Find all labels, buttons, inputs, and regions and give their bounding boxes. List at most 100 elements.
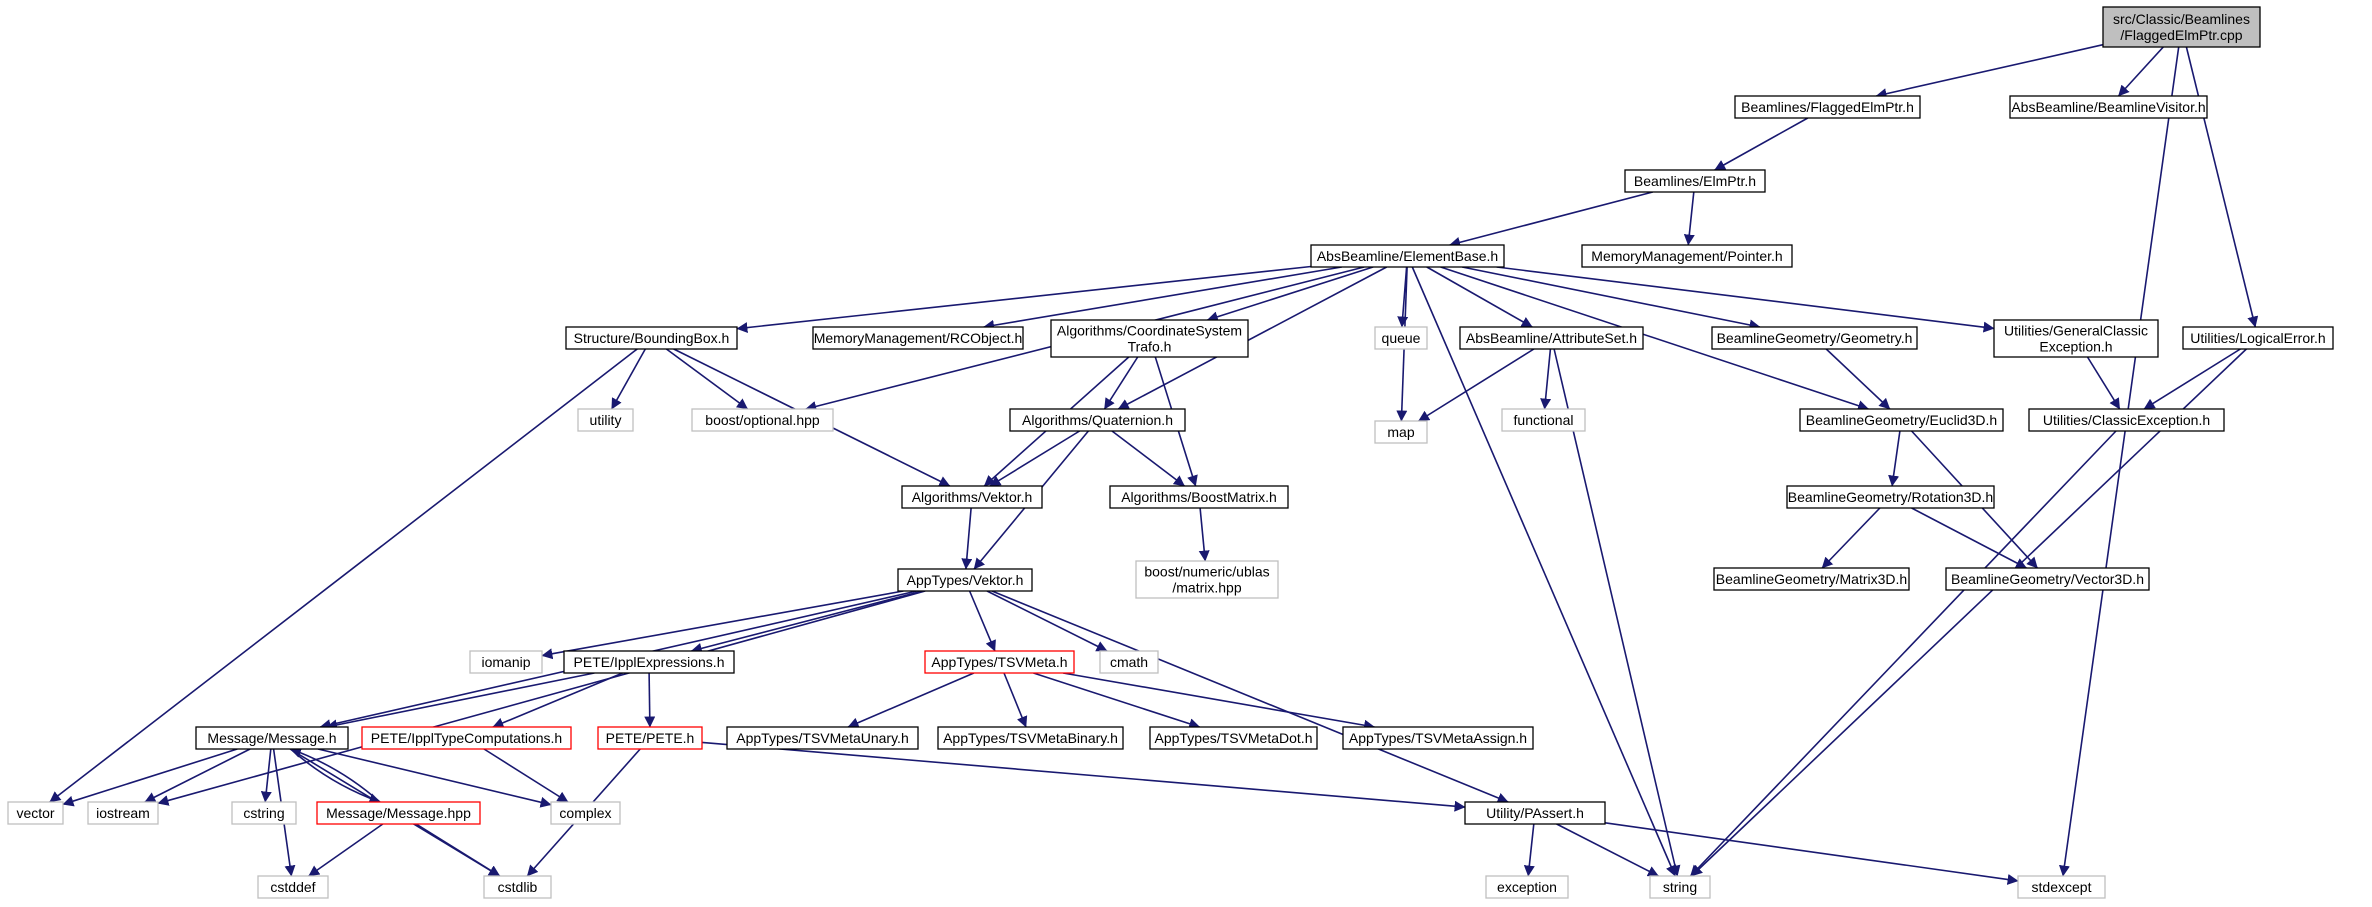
node-box — [195, 726, 349, 750]
node-label: Utilities/ClassicException.h — [2043, 412, 2210, 428]
node-algvektor-h[interactable]: Algorithms/Vektor.h — [901, 485, 1043, 509]
node-box — [1310, 244, 1505, 268]
node-label: Message/Message.hpp — [326, 805, 471, 821]
node-box — [2017, 875, 2106, 899]
node-box — [1342, 726, 1534, 750]
node-box — [1050, 319, 1249, 358]
edge-quaternion_h-to-algvektor_h — [989, 430, 1081, 487]
node-quaternion-h[interactable]: Algorithms/Quaternion.h — [1009, 408, 1186, 432]
node-label: exception — [1497, 879, 1557, 895]
node-label: functional — [1514, 412, 1574, 428]
edge-elementbase_h-to-euclid3d_h — [1440, 266, 1869, 411]
edge-message_h-to-vector — [62, 748, 238, 807]
node-label: queue — [1382, 330, 1421, 346]
node-attributeset-h[interactable]: AbsBeamline/AttributeSet.h — [1459, 326, 1644, 350]
node-ipplexpr-h[interactable]: PETE/IpplExpressions.h — [563, 650, 735, 674]
edge-flaggedelmptr_h-to-elmptr_h — [1714, 117, 1809, 171]
node-euclid3d-h[interactable]: BeamlineGeometry/Euclid3D.h — [1799, 408, 2004, 432]
node-cstdlib: cstdlib — [483, 875, 552, 899]
edge-message_h-to-iostream — [144, 748, 251, 803]
node-cstring: cstring — [231, 801, 297, 825]
edge-tsvmeta_h-to-tsvunary_h — [847, 672, 975, 728]
node-vector3d-h[interactable]: BeamlineGeometry/Vector3D.h — [1945, 567, 2150, 591]
node-ippltypecomp-h[interactable]: PETE/IpplTypeComputations.h — [361, 726, 572, 750]
edge-euclid3d_h-to-rotation3d_h — [1888, 430, 1901, 487]
edge-ipplexpr_h-to-pete_h — [644, 672, 656, 728]
node-apptypes-vektor-h[interactable]: AppTypes/Vektor.h — [897, 568, 1033, 592]
node-tsvassign-h[interactable]: AppTypes/TSVMetaAssign.h — [1342, 726, 1534, 750]
edge-root-to-logicalerror_h — [2185, 46, 2259, 328]
edge-tsvmeta_h-to-tsvdot_h — [1033, 672, 1201, 730]
node-root[interactable]: src/Classic/Beamlines/FlaggedElmPtr.cpp — [2102, 6, 2261, 48]
node-box — [1135, 560, 1279, 599]
node-tsvdot-h[interactable]: AppTypes/TSVMetaDot.h — [1149, 726, 1318, 750]
edge-root-to-stdexcept — [2058, 46, 2180, 877]
node-label: AppTypes/TSVMetaBinary.h — [943, 730, 1118, 746]
edge-layer — [49, 43, 2259, 885]
node-elmptr-h[interactable]: Beamlines/ElmPtr.h — [1624, 169, 1766, 193]
node-label: Beamlines/ElmPtr.h — [1634, 173, 1756, 189]
node-label: iomanip — [481, 654, 530, 670]
node-classicexc-h[interactable]: Utilities/ClassicException.h — [2028, 408, 2225, 432]
node-box — [1993, 319, 2159, 358]
node-label: Utilities/GeneralClassic — [2004, 323, 2148, 339]
node-ublas-matrix: boost/numeric/ublas/matrix.hpp — [1135, 560, 1279, 599]
node-complex: complex — [550, 801, 621, 825]
node-label: map — [1387, 424, 1414, 440]
node-label: utility — [590, 412, 622, 428]
node-label: AppTypes/TSVMetaUnary.h — [736, 730, 908, 746]
node-label: Algorithms/Vektor.h — [912, 489, 1033, 505]
node-label: src/Classic/Beamlines — [2113, 11, 2250, 27]
node-pointer-h[interactable]: MemoryManagement/Pointer.h — [1581, 244, 1793, 268]
node-rotation3d-h[interactable]: BeamlineGeometry/Rotation3D.h — [1786, 485, 1995, 509]
node-box — [7, 801, 64, 825]
node-message-h[interactable]: Message/Message.h — [195, 726, 349, 750]
edge-message_hpp-to-message_h — [290, 747, 381, 803]
node-box — [691, 408, 834, 432]
node-tsvbinary-h[interactable]: AppTypes/TSVMetaBinary.h — [937, 726, 1124, 750]
node-box — [726, 726, 919, 750]
node-box — [2009, 95, 2208, 119]
node-pete-h[interactable]: PETE/PETE.h — [597, 726, 703, 750]
node-label: BeamlineGeometry/Matrix3D.h — [1716, 571, 1907, 587]
edge-genclassicexc_h-to-classicexc_h — [2086, 356, 2121, 410]
node-rcobject-h[interactable]: MemoryManagement/RCObject.h — [812, 326, 1024, 350]
edge-attributeset_h-to-map — [1418, 348, 1535, 422]
node-label: Message/Message.h — [207, 730, 336, 746]
node-matrix3d-h[interactable]: BeamlineGeometry/Matrix3D.h — [1713, 567, 1910, 591]
node-passert-h[interactable]: Utility/PAssert.h — [1464, 801, 1606, 825]
node-message-hpp[interactable]: Message/Message.hpp — [316, 801, 481, 825]
node-label: /FlaggedElmPtr.cpp — [2120, 27, 2242, 43]
node-box — [316, 801, 481, 825]
node-elementbase-h[interactable]: AbsBeamline/ElementBase.h — [1310, 244, 1505, 268]
node-beamlinevisitor-h[interactable]: AbsBeamline/BeamlineVisitor.h — [2009, 95, 2208, 119]
edge-ippltypecomp_h-to-complex — [483, 748, 569, 803]
node-logicalerror-h[interactable]: Utilities/LogicalError.h — [2182, 326, 2334, 350]
edge-attributeset_h-to-functional — [1540, 348, 1552, 410]
node-box — [1149, 726, 1318, 750]
edge-passert_h-to-stdexcept — [1604, 822, 2019, 885]
node-boundingbox-h[interactable]: Structure/BoundingBox.h — [565, 326, 738, 350]
edge-message_hpp-to-cstddef — [308, 823, 384, 877]
node-tsvmeta-h[interactable]: AppTypes/TSVMeta.h — [924, 650, 1075, 674]
node-geometry-h[interactable]: BeamlineGeometry/Geometry.h — [1711, 326, 1918, 350]
node-label: /matrix.hpp — [1172, 580, 1241, 596]
node-boostmatrix-h[interactable]: Algorithms/BoostMatrix.h — [1109, 485, 1289, 509]
node-flaggedelmptr-h[interactable]: Beamlines/FlaggedElmPtr.h — [1734, 95, 1921, 119]
node-label: PETE/IpplTypeComputations.h — [371, 730, 562, 746]
node-box — [1649, 875, 1711, 899]
edge-elementbase_h-to-genclassicexc_h — [1496, 266, 1995, 333]
node-tsvunary-h[interactable]: AppTypes/TSVMetaUnary.h — [726, 726, 919, 750]
node-stdexcept: stdexcept — [2017, 875, 2106, 899]
node-box — [565, 326, 738, 350]
edge-elementbase_h-to-string — [1411, 266, 1677, 877]
edge-apptypes_vektor_h-to-passert_h — [991, 590, 1509, 804]
node-box — [550, 801, 621, 825]
node-box — [2182, 326, 2334, 350]
node-box — [1459, 326, 1644, 350]
node-label: BeamlineGeometry/Rotation3D.h — [1788, 489, 1993, 505]
node-label: cstddef — [270, 879, 315, 895]
